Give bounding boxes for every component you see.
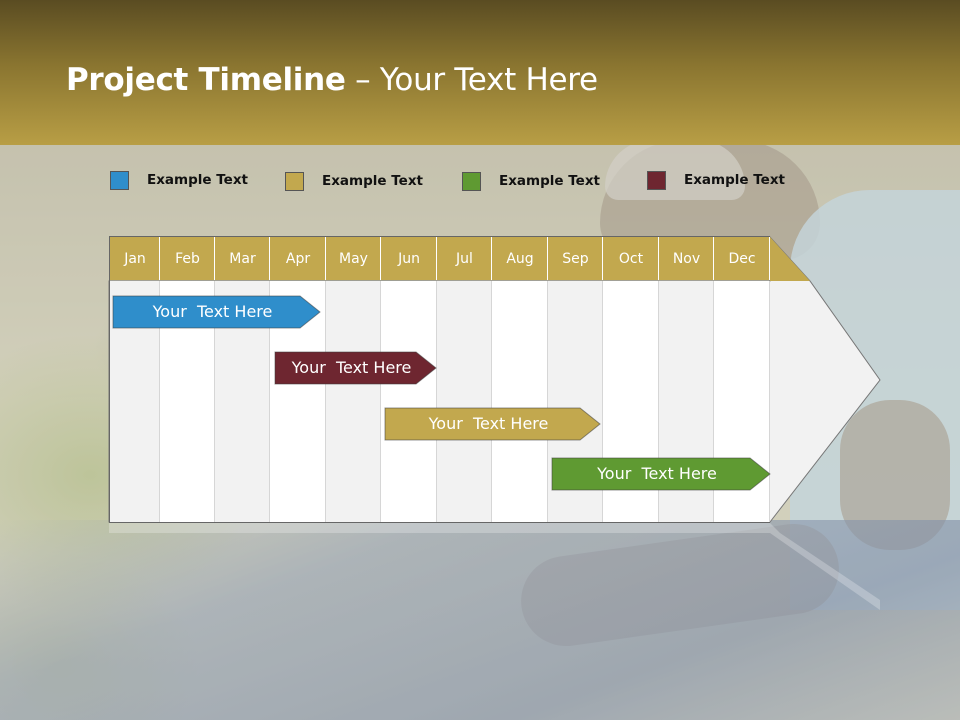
legend-label: Example Text — [147, 172, 248, 188]
title-bold: Project Timeline — [66, 62, 346, 98]
legend-swatch — [647, 171, 666, 190]
month-column — [381, 281, 437, 522]
task-bar — [274, 351, 437, 385]
month-label: Apr — [285, 251, 311, 267]
legend-label: Example Text — [499, 173, 600, 189]
month-label: Oct — [618, 251, 644, 267]
background-jeans — [0, 520, 960, 720]
timeline-arrow-shadow — [109, 523, 880, 610]
month-label: Mar — [229, 251, 256, 267]
month-header-cell — [215, 237, 270, 280]
task-label: Your Text Here — [291, 358, 412, 377]
legend-swatch — [285, 172, 304, 191]
month-label: Jun — [398, 251, 420, 267]
month-column — [437, 281, 492, 522]
timeline-header-tip — [770, 237, 810, 281]
legend-swatch — [110, 171, 129, 190]
task-label: Your Text Here — [152, 302, 273, 321]
month-label: Sep — [562, 251, 589, 267]
month-header-cell — [326, 237, 381, 280]
month-header-cell — [603, 237, 659, 280]
month-label: Jul — [456, 251, 473, 267]
month-header-cell — [110, 237, 160, 280]
legend-label: Example Text — [684, 172, 785, 188]
month-label: Nov — [672, 251, 701, 267]
month-header-cell — [381, 237, 437, 280]
task-bar — [384, 407, 601, 441]
month-header-cell — [270, 237, 326, 280]
background-hair — [605, 140, 745, 200]
month-label: Jan — [124, 251, 146, 267]
timeline-frame — [109, 236, 770, 523]
task-label: Your Text Here — [597, 464, 717, 483]
month-label: Dec — [728, 251, 756, 267]
month-label: Feb — [175, 251, 200, 267]
month-header-cell — [548, 237, 603, 280]
task-bar — [112, 295, 321, 329]
title-rest: – Your Text Here — [345, 62, 598, 98]
task-label: Your Text Here — [428, 414, 549, 433]
month-header-cell — [160, 237, 215, 280]
legend-swatch — [462, 172, 481, 191]
task-bar — [551, 457, 771, 491]
month-header-cell — [714, 237, 770, 280]
title-band: Project Timeline – Your Text Here — [0, 0, 960, 145]
month-column — [326, 281, 381, 522]
month-label: Aug — [506, 251, 534, 267]
month-header-cell — [492, 237, 548, 280]
month-header-cell — [659, 237, 714, 280]
slide-title: Project Timeline – Your Text Here — [66, 62, 598, 98]
month-label: May — [339, 251, 368, 267]
month-column — [492, 281, 548, 522]
legend-label: Example Text — [322, 173, 423, 189]
month-header-cell — [437, 237, 492, 280]
